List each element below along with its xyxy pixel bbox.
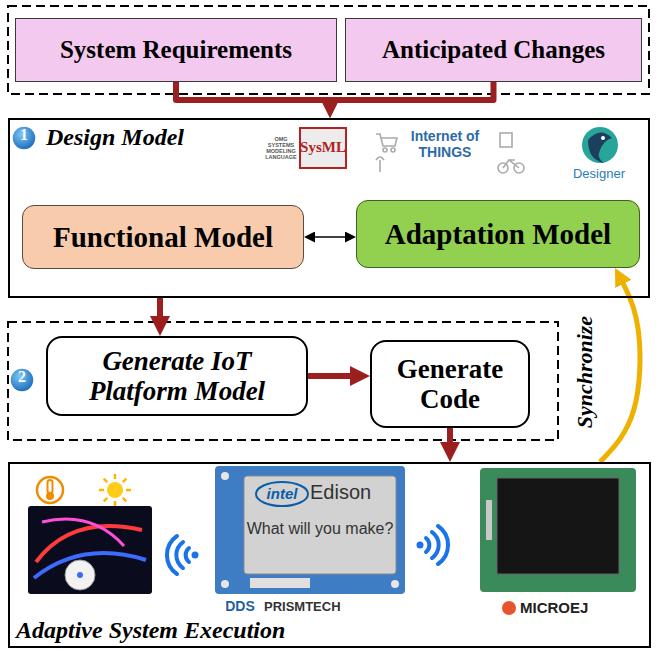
sun-disc — [107, 482, 123, 498]
board-text: intel — [258, 485, 306, 502]
button-dot — [77, 572, 83, 578]
wireless-arc — [432, 532, 439, 558]
logo-text: OMG SYSTEMS MODELING LANGUAGE — [262, 136, 300, 160]
model-box: Functional Model — [22, 205, 304, 269]
sun-rays — [99, 474, 131, 506]
sysml-logo — [300, 128, 346, 168]
logo-text: Internet of THINGS — [400, 128, 490, 160]
wireless-symbol — [167, 536, 199, 574]
flow-arrow — [447, 428, 453, 446]
mount-hole — [391, 580, 399, 588]
led-strip — [42, 519, 124, 546]
led-strip-image — [28, 506, 152, 594]
input-box: System Requirements — [15, 18, 337, 82]
device-icon — [500, 133, 512, 147]
cart-wheel — [383, 148, 387, 152]
input-box: Anticipated Changes — [345, 18, 642, 82]
callout-number: 2 — [10, 368, 34, 392]
vendor-logo-text: PRISMTECH — [264, 599, 374, 614]
box-label: System Requirements — [60, 36, 292, 64]
dashed-group — [8, 322, 558, 440]
flow-arrow — [157, 298, 163, 320]
module-chip — [244, 476, 396, 574]
wireless-arc — [426, 538, 429, 552]
designer-bird — [588, 132, 612, 163]
edge-label: Synchronize — [573, 316, 597, 428]
wireless-dot — [192, 552, 199, 559]
flow-arrow — [313, 236, 347, 238]
lcd-screen — [497, 478, 619, 574]
wireless-arc — [167, 536, 177, 574]
board-text: Edison — [310, 481, 392, 504]
box-label: Functional Model — [53, 221, 273, 253]
logo-text: SysML — [300, 139, 346, 156]
intel-oval — [256, 482, 308, 506]
thermometer-bulb — [46, 492, 54, 500]
connector — [486, 500, 492, 540]
edison-board — [215, 466, 405, 594]
icon-ring — [37, 477, 63, 503]
logo-text: Designer — [556, 166, 642, 181]
process-box: Generate IoT Platform Model — [46, 336, 308, 416]
temperature-sensor-icon — [37, 477, 63, 503]
callout-circle — [10, 368, 34, 392]
board — [215, 466, 405, 594]
photo-ground — [28, 506, 152, 594]
wireless-symbol — [417, 526, 449, 564]
box-label: Generate Code — [380, 354, 520, 414]
connector — [250, 578, 310, 588]
designer-logo — [582, 127, 618, 163]
flow-arrow — [330, 82, 494, 102]
model-box: Adaptation Model — [356, 200, 640, 268]
process-box: Generate Code — [370, 340, 530, 428]
bike-frame — [503, 160, 519, 168]
callout-circle — [12, 126, 36, 150]
wireless-arc — [438, 526, 448, 564]
microej-icon — [502, 601, 516, 615]
cart-icon — [376, 134, 397, 146]
wireless-dot — [417, 542, 424, 549]
designer-eye — [601, 136, 605, 140]
light-sensor-icon — [99, 474, 131, 506]
microej-board — [480, 468, 636, 615]
flow-arrow — [176, 82, 330, 102]
wireless-arc — [176, 542, 183, 568]
logo-frame — [300, 128, 346, 168]
panel-heading: Adaptive System Execution — [16, 617, 285, 644]
callout-number: 1 — [12, 126, 36, 150]
vendor-logo-text: DDS — [220, 598, 260, 614]
mount-hole — [221, 580, 229, 588]
controller-button — [65, 560, 95, 590]
box-label: Generate IoT Platform Model — [56, 346, 298, 406]
panel-heading: Design Model — [46, 124, 184, 151]
board — [480, 468, 636, 592]
thermometer-stem — [48, 480, 53, 493]
dashed-group — [8, 6, 649, 94]
mount-hole — [221, 472, 229, 480]
board-text: What will you make? — [246, 520, 394, 538]
lamp-icon — [376, 157, 384, 172]
wireless-arc — [186, 548, 189, 562]
box-label: Adaptation Model — [385, 218, 611, 250]
box-label: Anticipated Changes — [382, 36, 605, 64]
sync-arrow — [600, 281, 640, 462]
flow-arrow — [308, 373, 354, 379]
vendor-logo-text: MICROEJ — [520, 599, 630, 616]
designer-mark — [582, 127, 618, 163]
cart-wheel — [391, 148, 395, 152]
